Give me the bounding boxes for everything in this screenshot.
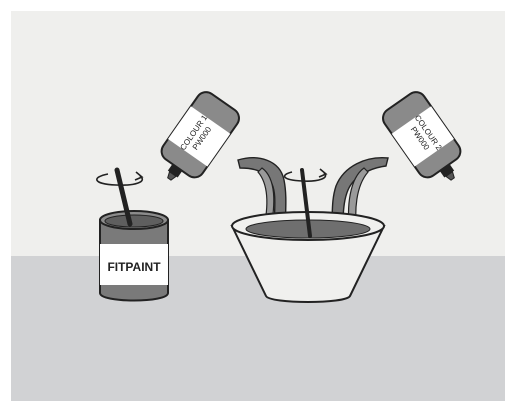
can-label: FITPAINT xyxy=(107,260,161,274)
can-paint-surface xyxy=(105,215,163,227)
